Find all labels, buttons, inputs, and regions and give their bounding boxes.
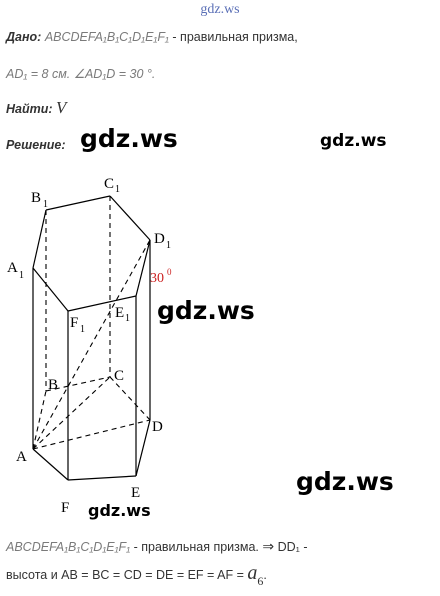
watermark: gdz.ws (320, 131, 387, 151)
label-b1: B (31, 190, 41, 206)
edge-d1e1 (135, 239, 151, 297)
label-d1: D (154, 231, 165, 247)
label-sub: 1 (43, 199, 48, 210)
conclusion-equalities: высота и AB = BC = CD = DE = EF = AF = (6, 568, 248, 582)
label-c: C (114, 368, 124, 384)
label-sub: 1 (125, 313, 130, 324)
label-sub: 1 (80, 324, 85, 335)
solution-label: Решение: (6, 138, 66, 152)
given-label: Дано: (6, 30, 42, 44)
edge-b1c1 (45, 195, 111, 211)
edge-f1a1 (32, 267, 69, 312)
label-f: F (61, 500, 69, 516)
label-sub: 1 (166, 240, 171, 251)
edge-af (32, 448, 69, 481)
side-subscript: 6 (257, 574, 264, 588)
edge-ed (135, 419, 151, 477)
conclusion-text: - правильная призма. (130, 540, 259, 554)
watermark: gdz.ws (296, 467, 394, 496)
conclusion-prism-name: ABCDEFA₁B₁C₁D₁E₁F₁ (6, 540, 131, 554)
given-line: Дано: ABCDEFA₁B₁C₁D₁E₁F₁ - правильная пр… (6, 30, 298, 44)
angle-label: 30 (150, 271, 164, 286)
label-e: E (131, 485, 140, 501)
angle-degree: 0 (167, 267, 172, 277)
edge-cd (109, 376, 151, 421)
implies-symbol: ⇒ (262, 538, 275, 554)
edge-ab (32, 390, 47, 450)
label-c1: C (104, 176, 114, 192)
conclusion-line-1: ABCDEFA₁B₁C₁D₁E₁F₁ - правильная призма. … (6, 538, 308, 555)
diagonal-ad1 (32, 239, 151, 450)
label-d: D (152, 419, 163, 435)
label-a: A (16, 449, 27, 465)
label-b: B (48, 377, 58, 393)
site-header[interactable]: gdz.ws (200, 2, 240, 17)
conclusion-end: . (263, 568, 267, 582)
given-ad1: AD₁ = 8 см. (6, 67, 71, 81)
conclusion-tail: DD₁ - (274, 540, 308, 554)
label-e1: E (115, 305, 124, 321)
edge-bc (45, 376, 111, 392)
given-text: - правильная призма, (168, 30, 298, 44)
label-a1: A (7, 260, 18, 276)
given-values-line: AD₁ = 8 см. ∠AD₁D = 30 °. (6, 66, 155, 81)
watermark: gdz.ws (88, 501, 151, 520)
diagonal-ac (32, 376, 111, 450)
find-label: Найти: (6, 102, 53, 116)
label-f1: F (70, 315, 78, 331)
label-sub: 1 (115, 184, 120, 195)
diagonal-ad (32, 419, 151, 450)
edge-c1d1 (109, 195, 151, 241)
edge-a1b1 (32, 209, 47, 269)
conclusion-line-2: высота и AB = BC = CD = DE = EF = AF = a… (6, 562, 267, 588)
watermark: gdz.ws (80, 124, 178, 153)
edge-e1f1 (67, 295, 137, 312)
find-value: V (56, 98, 67, 117)
solution-line: Решение: (6, 138, 66, 152)
find-line: Найти: V (6, 98, 66, 118)
watermark: gdz.ws (157, 296, 255, 325)
label-sub: 1 (19, 270, 24, 281)
given-prism-name: ABCDEFA₁B₁C₁D₁E₁F₁ (44, 30, 169, 44)
edge-fe (67, 475, 137, 481)
side-variable: a (247, 562, 258, 584)
given-angle: ∠AD₁D = 30 °. (73, 67, 156, 81)
